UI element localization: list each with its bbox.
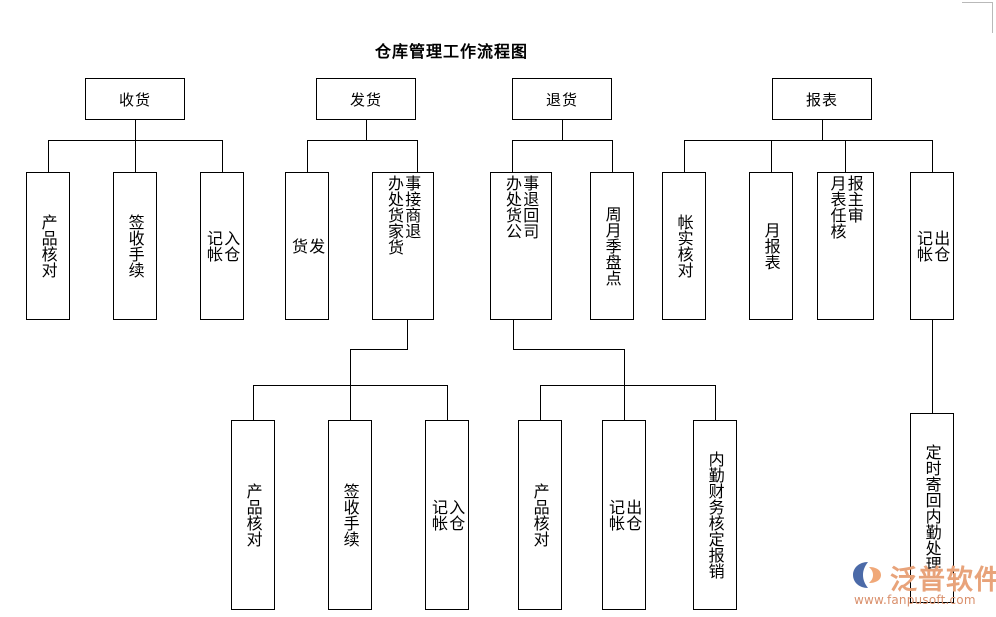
page-title: 仓库管理工作流程图 — [375, 42, 529, 61]
connector-ship-bus — [307, 140, 417, 141]
node-stocktake[interactable]: 周月季盘点 — [590, 172, 634, 320]
node-label: 入仓 记帐 — [429, 499, 466, 531]
page-corner-mark-top-right — [962, 2, 993, 33]
connector-ship-sub-stem — [407, 320, 408, 349]
node-label: 出仓 记帐 — [606, 499, 643, 531]
connector-bottom-middle-bus — [540, 385, 715, 386]
connector-report-drop-3 — [845, 140, 846, 172]
connector-report-drop-2 — [771, 140, 772, 172]
node-label: 帐实核对 — [674, 214, 694, 278]
node-label: 签收手续 — [340, 483, 360, 547]
watermark: 泛普软件 www.fanpusoft.com — [852, 558, 996, 614]
connector-receive-drop-2 — [135, 140, 136, 172]
fanpu-logo-icon — [853, 562, 881, 588]
node-product-check-receive[interactable]: 产品核对 — [26, 172, 70, 320]
node-signoff-ship[interactable]: 签收手续 — [328, 420, 372, 610]
node-product-check-ship[interactable]: 产品核对 — [231, 420, 275, 610]
watermark-brand: 泛普软件 — [890, 565, 996, 596]
node-finance-reimbursement[interactable]: 内勤财务核定报销 — [693, 420, 737, 610]
connector-return-stem — [562, 120, 563, 140]
connector-bottom-left-drop-3 — [447, 385, 448, 420]
node-account-check[interactable]: 帐实核对 — [662, 172, 706, 320]
node-label: 内勤财务核定报销 — [705, 451, 725, 579]
node-outstore-return[interactable]: 出仓 记帐 — [602, 420, 646, 610]
connector-ship-drop-2 — [417, 140, 418, 172]
node-root-ship[interactable]: 发货 — [316, 78, 416, 120]
connector-report-bus — [684, 140, 932, 141]
node-instore-ship[interactable]: 入仓 记帐 — [425, 420, 469, 610]
connector-ship-drop-1 — [307, 140, 308, 172]
connector-report-drop-4 — [932, 140, 933, 172]
connector-ship-sub-jog — [350, 349, 408, 350]
node-label: 入仓 记帐 — [204, 230, 241, 262]
node-label-col-right: 事接商退 — [402, 175, 422, 239]
connector-bottom-middle-drop-1 — [540, 385, 541, 420]
connector-bottom-middle-drop-2 — [624, 385, 625, 420]
node-monthly-report[interactable]: 月报表 — [749, 172, 793, 320]
connector-receive-drop-1 — [48, 140, 49, 172]
connector-return-bus — [512, 140, 612, 141]
node-signoff-receive[interactable]: 签收手续 — [113, 172, 157, 320]
node-label: 产品核对 — [530, 483, 550, 547]
node-root-report[interactable]: 报表 — [772, 78, 872, 120]
node-label: 签收手续 — [125, 214, 145, 278]
node-mail-back-office[interactable]: 定时寄回内勤处理 — [910, 413, 954, 603]
node-label: 月报表 — [761, 222, 781, 270]
node-product-check-return[interactable]: 产品核对 — [518, 420, 562, 610]
node-ship-goods[interactable]: 发 货 — [285, 172, 329, 320]
node-label: 产品核对 — [38, 214, 58, 278]
node-root-return[interactable]: 退货 — [512, 78, 612, 120]
node-label: 出仓 记帐 — [914, 230, 951, 262]
connector-ship-sub-drop — [350, 349, 351, 385]
connector-return-drop-2 — [612, 140, 613, 172]
node-label-col-right: 事退回司 — [520, 175, 540, 239]
connector-report-drop-1 — [684, 140, 685, 172]
connector-return-drop-1 — [512, 140, 513, 172]
node-label: 定时寄回内勤处理 — [922, 444, 942, 572]
node-outstore-report[interactable]: 出仓 记帐 — [910, 172, 954, 320]
node-handle-return-to-company[interactable]: 事退回司 办处货公 — [490, 172, 552, 320]
connector-return-sub-stem — [513, 320, 514, 349]
node-instore-receive[interactable]: 入仓 记帐 — [200, 172, 244, 320]
node-label-col-right: 报主审 — [844, 175, 864, 223]
connector-return-sub-jog — [513, 349, 624, 350]
node-label: 发 货 — [289, 238, 326, 254]
node-label-col-left: 月表任核 — [827, 175, 847, 239]
connector-outstore-to-mailback — [932, 320, 933, 413]
connector-receive-stem — [135, 120, 136, 140]
node-handle-merchant-return[interactable]: 事接商退 办处货家货 — [372, 172, 434, 320]
node-label: 产品核对 — [243, 483, 263, 547]
connector-report-stem — [822, 120, 823, 140]
connector-return-sub-drop — [624, 349, 625, 385]
node-label-col-left: 办处货公 — [503, 175, 522, 239]
watermark-url: www.fanpusoft.com — [854, 593, 976, 607]
connector-bottom-middle-drop-3 — [715, 385, 716, 420]
node-supervisor-review[interactable]: 报主审 月表任核 — [817, 172, 874, 320]
connector-ship-stem — [366, 120, 367, 140]
connector-receive-drop-3 — [222, 140, 223, 172]
node-root-receive[interactable]: 收货 — [85, 78, 185, 120]
node-label-col-left: 办处货家货 — [385, 175, 404, 255]
connector-bottom-left-drop-1 — [253, 385, 254, 420]
node-label: 周月季盘点 — [602, 206, 622, 286]
connector-bottom-left-drop-2 — [350, 385, 351, 420]
